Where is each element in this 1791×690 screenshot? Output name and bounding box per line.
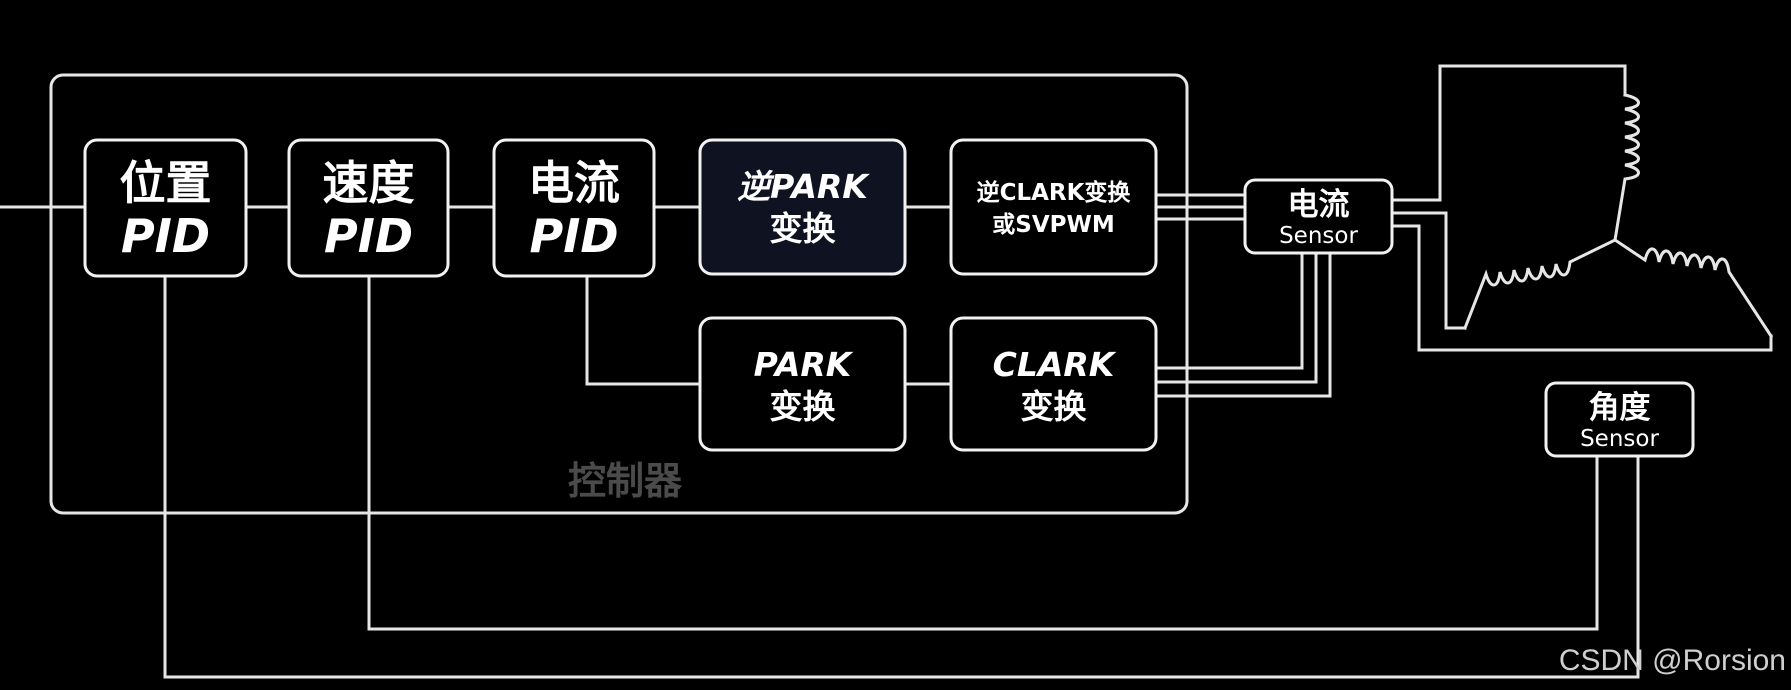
controller-label: 控制器 [568,459,683,503]
controller-frame [49,73,1189,515]
inv-clark-line2: 或SVPWM [992,212,1114,238]
current-pid-block: 电流 PID [492,138,656,278]
inv-park-line1: 逆PARK [737,167,870,206]
wire-current-to-park [585,274,702,386]
inv-clark-block: 逆CLARK变换 或SVPWM [949,138,1158,276]
wire-motor-a [1390,64,1627,202]
current-sensor-line1: 电流 [1288,187,1350,223]
connection-wires [0,64,1773,679]
angle-sensor-line2: Sensor [1580,426,1659,452]
inv-park-line2: 变换 [770,209,836,248]
current-sensor-block: 电流 Sensor [1243,178,1394,255]
clark-line1: CLARK [993,345,1117,384]
park-line1: PARK [754,345,854,384]
position-pid-line2: PID [121,209,210,263]
clark-line2: 变换 [1021,387,1087,426]
watermark: CSDN @Rorsion [1559,644,1786,677]
position-pid-line1: 位置 [120,156,212,210]
position-pid-block: 位置 PID [83,138,248,278]
speed-pid-block: 速度 PID [287,138,450,278]
inv-clark-line1: 逆CLARK变换 [977,179,1132,206]
wire-sense-b [1154,251,1318,384]
park-line2: 变换 [770,387,836,426]
park-block: PARK 变换 [698,316,907,452]
wire-feedback-speed [367,274,1599,631]
clark-block: CLARK 变换 [949,316,1158,452]
angle-sensor-line1: 角度 [1589,390,1651,426]
wire-feedback-position [163,274,1640,679]
inv-park-block: 逆PARK 变换 [698,138,907,276]
wire-sense-a [1154,251,1304,370]
current-pid-line2: PID [529,209,618,263]
current-pid-line1: 电流 [528,156,620,210]
wire-sense-c [1154,251,1332,398]
speed-pid-line1: 速度 [323,156,415,210]
speed-pid-line2: PID [324,209,413,263]
wire-motor-c [1390,224,1773,352]
angle-sensor-block: 角度 Sensor [1544,381,1695,458]
motor-windings-icon [1463,93,1774,339]
current-sensor-line2: Sensor [1279,223,1358,249]
wire-motor-b [1390,211,1467,330]
